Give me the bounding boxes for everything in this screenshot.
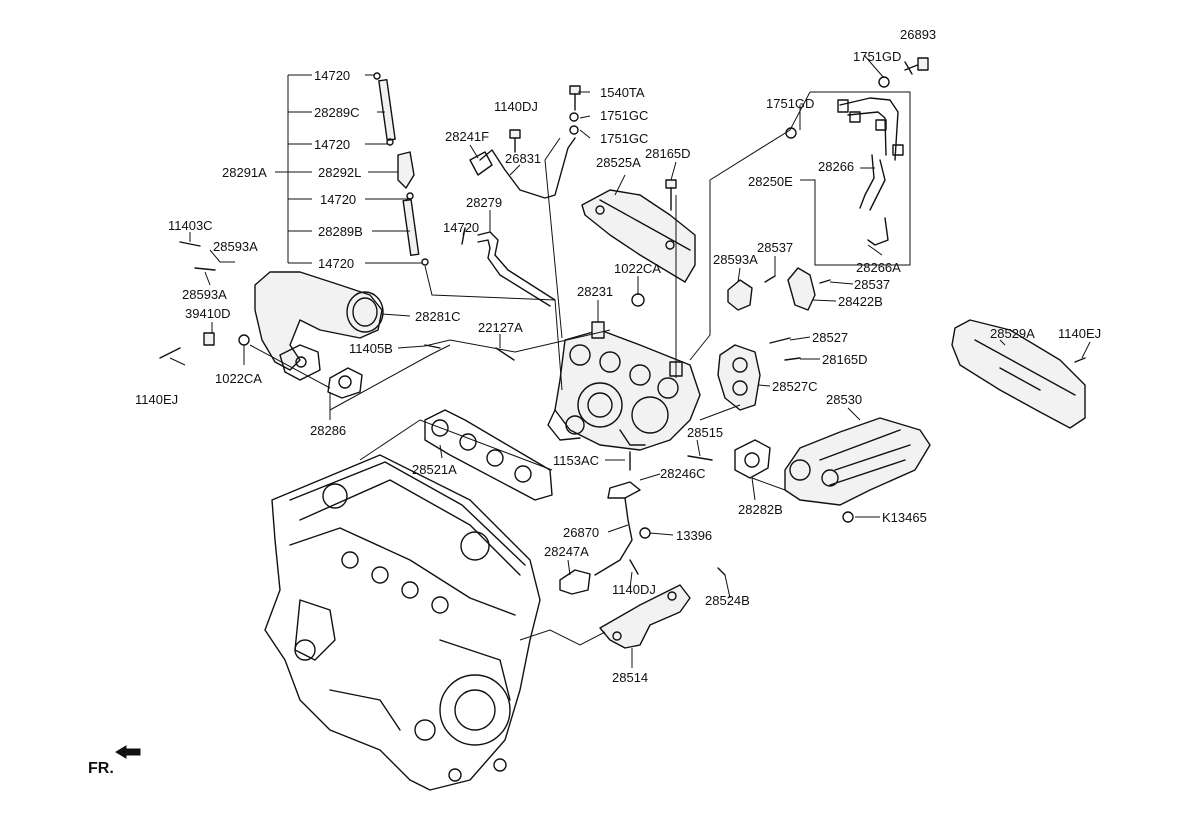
label-28281C: 28281C <box>415 309 461 324</box>
label-14720: 14720 <box>320 192 356 207</box>
oil-feed-pipe <box>479 137 576 199</box>
label-28247A: 28247A <box>544 544 589 559</box>
label-28525A: 28525A <box>596 155 641 170</box>
gasket-28286 <box>327 367 363 399</box>
coolant-pipe-assembly <box>837 97 904 246</box>
label-28289B: 28289B <box>318 224 363 239</box>
label-28165D: 28165D <box>822 352 868 367</box>
label-39410D: 39410D <box>185 306 231 321</box>
turbo-heat-shield <box>581 189 696 283</box>
fasteners <box>159 57 1086 576</box>
label-11403C: 11403C <box>168 218 213 233</box>
gasket-28422B <box>787 267 816 311</box>
exhaust-manifold-gasket <box>424 409 553 501</box>
label-28291A: 28291A <box>222 165 267 180</box>
label-28422B: 28422B <box>838 294 883 309</box>
label-28527: 28527 <box>812 330 848 345</box>
oil-return-pipe <box>594 497 633 576</box>
label-1140EJ: 1140EJ <box>135 392 178 407</box>
label-28514: 28514 <box>612 670 648 685</box>
leader-lines <box>169 54 1091 668</box>
gasket-28282B <box>734 439 771 479</box>
label-K13465: K13465 <box>882 510 927 525</box>
label-28241F: 28241F <box>445 129 489 144</box>
label-11405B: 11405B <box>349 341 393 356</box>
label-28593A: 28593A <box>213 239 258 254</box>
label-14720: 14720 <box>318 256 354 271</box>
label-1140DJ: 1140DJ <box>494 99 538 114</box>
label-1751GC: 1751GC <box>600 131 648 146</box>
label-26831: 26831 <box>505 151 541 166</box>
label-28527C: 28527C <box>772 379 818 394</box>
engine-block <box>264 454 541 791</box>
label-28292L: 28292L <box>318 165 361 180</box>
front-direction-indicator: FR. <box>88 745 141 777</box>
label-28165D: 28165D <box>645 146 691 161</box>
fr-label: FR. <box>88 760 114 777</box>
label-14720: 14720 <box>314 68 350 83</box>
label-26870: 26870 <box>563 525 599 540</box>
label-1751GD: 1751GD <box>853 49 901 64</box>
label-28289C: 28289C <box>314 105 360 120</box>
label-28529A: 28529A <box>990 326 1035 341</box>
label-28266: 28266 <box>818 159 854 174</box>
label-28279: 28279 <box>466 195 502 210</box>
label-1022CA: 1022CA <box>614 261 661 276</box>
label-28286: 28286 <box>310 423 346 438</box>
label-22127A: 22127A <box>478 320 523 335</box>
label-28530: 28530 <box>826 392 862 407</box>
label-13396: 13396 <box>676 528 712 543</box>
label-28537: 28537 <box>854 277 890 292</box>
turbo-manifold-assembly <box>547 321 701 451</box>
label-28593A: 28593A <box>713 252 758 267</box>
vacuum-pipe-28279 <box>477 231 556 301</box>
label-14720: 14720 <box>443 220 479 235</box>
label-28246C: 28246C <box>660 466 706 481</box>
label-26893: 26893 <box>900 27 936 42</box>
intake-pipe <box>254 271 384 381</box>
label-28231: 28231 <box>577 284 613 299</box>
part-labels: 26893 1751GD 1751GD 14720 28289C 14720 2… <box>135 27 1101 685</box>
label-1140DJ: 1140DJ <box>612 582 656 597</box>
label-28266A: 28266A <box>856 260 901 275</box>
bracket-28593A-right <box>727 279 753 311</box>
label-1751GD: 1751GD <box>766 96 814 111</box>
label-14720: 14720 <box>314 137 350 152</box>
label-28282B: 28282B <box>738 502 783 517</box>
turbo-support-bracket <box>599 584 691 649</box>
label-28524B: 28524B <box>705 593 750 608</box>
vacuum-hose-assembly <box>373 72 429 266</box>
label-1751GC: 1751GC <box>600 108 648 123</box>
label-28515: 28515 <box>687 425 723 440</box>
label-28593A: 28593A <box>182 287 227 302</box>
label-28537: 28537 <box>757 240 793 255</box>
label-28250E: 28250E <box>748 174 793 189</box>
label-1140EJ: 1140EJ <box>1058 326 1101 341</box>
heat-protector-28527C <box>717 344 761 411</box>
label-28521A: 28521A <box>412 462 457 477</box>
label-1540TA: 1540TA <box>600 85 645 100</box>
label-1153AC: 1153AC <box>553 453 599 468</box>
label-1022CA: 1022CA <box>215 371 262 386</box>
catalytic-converter <box>784 417 931 506</box>
arrow-left-icon <box>115 745 141 759</box>
cat-heat-shield <box>951 319 1086 429</box>
